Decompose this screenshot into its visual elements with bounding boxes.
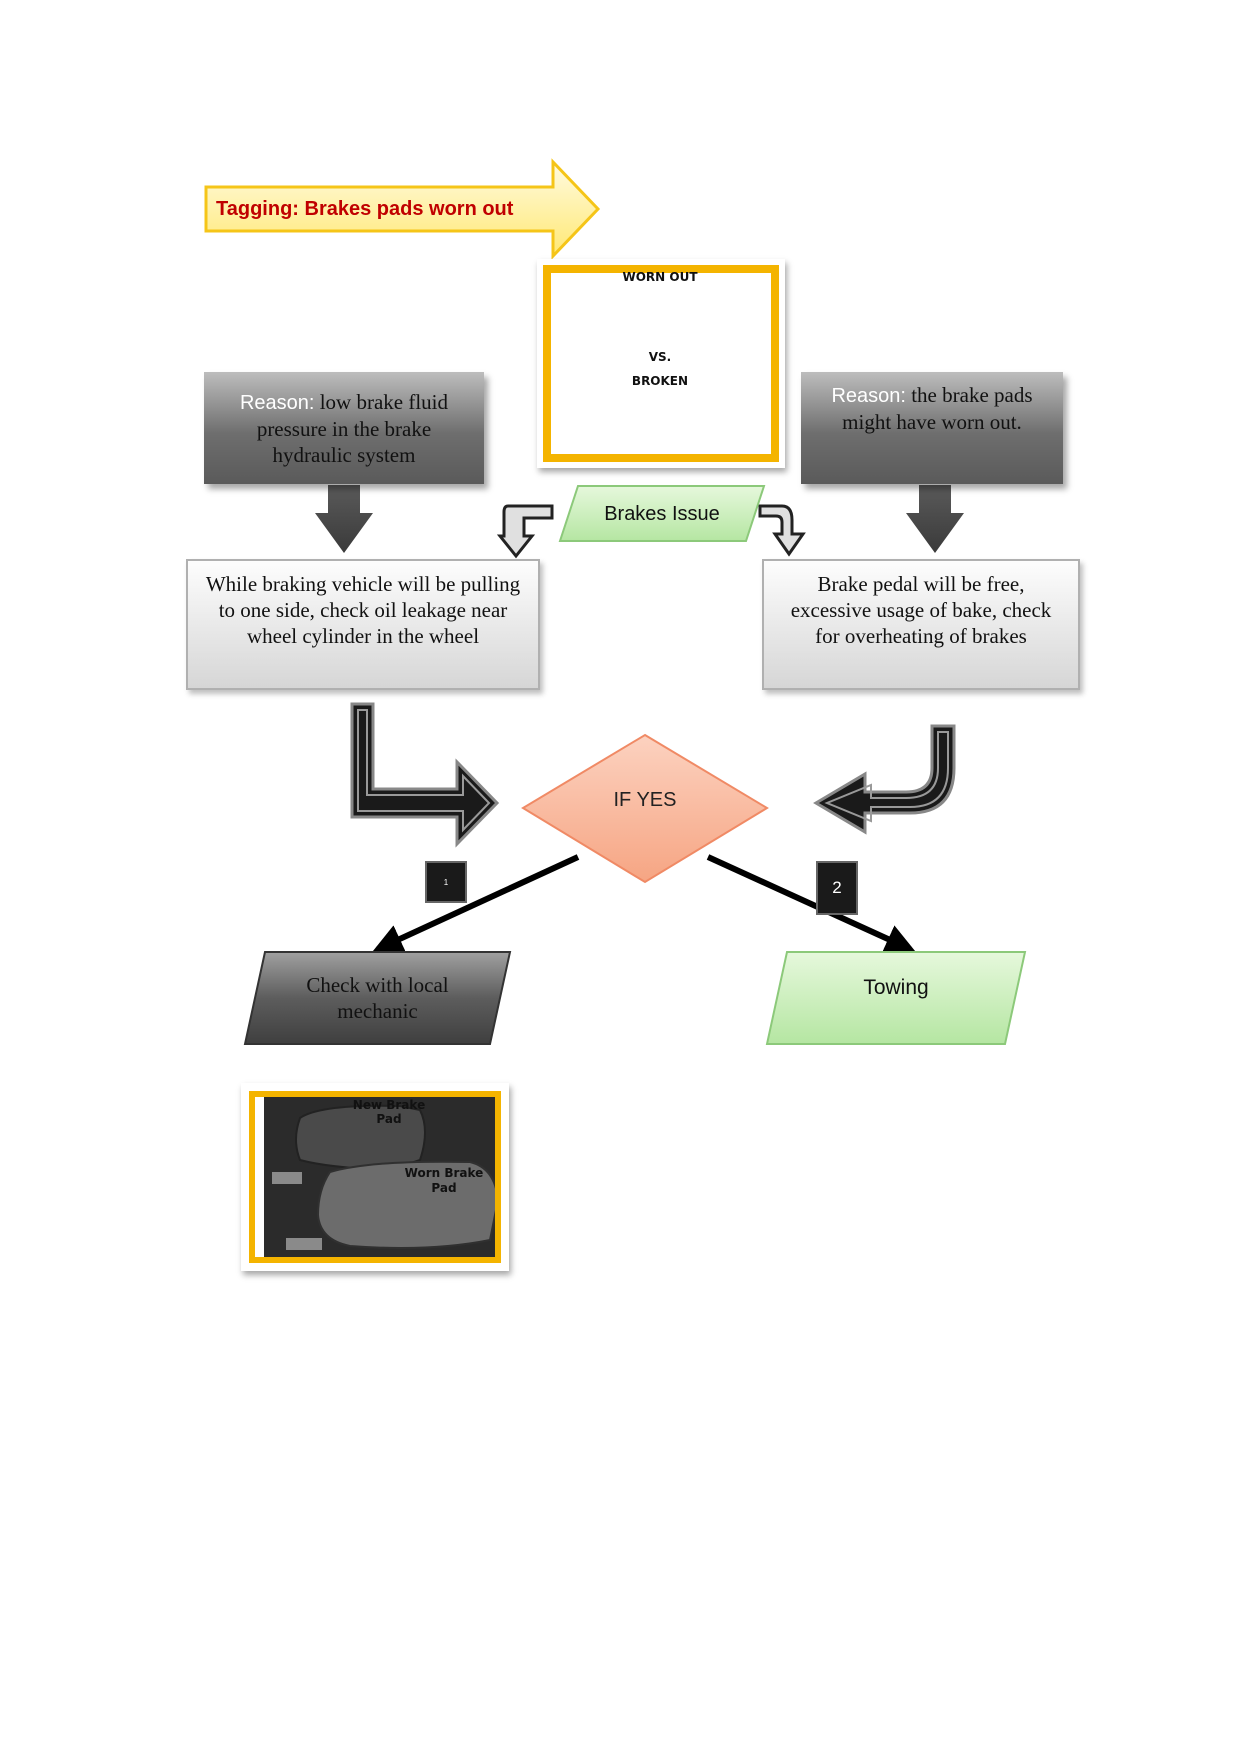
reason-left-box: Reason: low brake fluid pressure in the … — [204, 372, 484, 484]
left-bent-arrow-inner — [357, 709, 491, 833]
outcome-left-text: Check with local mechanic — [306, 973, 449, 1023]
photo-worn-vs-broken — [537, 259, 785, 468]
photo-label-broken: BROKEN — [631, 374, 689, 388]
brakes-issue-shape — [558, 485, 766, 542]
outcome-right-shape — [765, 951, 1027, 1045]
tag-arrow-text: Tagging: Brakes pads worn out — [216, 197, 514, 220]
reason-right-text: the brake pads might have worn out. — [842, 383, 1033, 434]
photo-new-vs-worn-border — [241, 1083, 509, 1271]
reason-right-box: Reason: the brake pads might have worn o… — [801, 372, 1063, 484]
step-left-text: While braking vehicle will be pulling to… — [205, 572, 521, 648]
photo-label-vs: VS. — [648, 350, 672, 364]
decision-diamond — [521, 733, 769, 884]
center-left-bent-arrow-outline — [496, 504, 554, 559]
reason-left-down-arrow — [315, 485, 373, 553]
tag-arrow-label: Tagging: Brakes pads worn out — [216, 188, 556, 230]
badge-path-2: 2 — [816, 861, 858, 915]
outcome-right-text: Towing — [863, 976, 929, 999]
reason-left-text: low brake fluid pressure in the brake hy… — [256, 389, 449, 467]
left-bent-arrow-to-decision — [350, 702, 500, 848]
reason-left-text-wrap: Reason: low brake fluid pressure in the … — [222, 389, 466, 468]
tag-arrow-shape — [204, 158, 601, 260]
photo-label-new-pad: New Brake Pad — [352, 1098, 426, 1126]
brakes-issue-label: Brakes Issue — [604, 502, 720, 525]
step-left-box: While braking vehicle will be pulling to… — [186, 559, 540, 690]
decision-label: IF YES — [613, 788, 677, 811]
outcome-left-shape — [243, 951, 512, 1045]
outcome-left-label: Check with local mechanic — [270, 958, 485, 1038]
connector-left — [372, 854, 580, 953]
outcome-right-label: Towing — [787, 958, 1005, 1018]
reason-right-lead: Reason: — [831, 385, 906, 407]
photo-label-worn-pad: Worn Brake Pad — [404, 1166, 484, 1195]
right-bent-arrow-inner — [824, 731, 949, 823]
badge-path-1: 1 — [425, 861, 467, 903]
step-right-text: Brake pedal will be free, excessive usag… — [790, 572, 1052, 648]
right-bent-arrow-to-decision — [813, 724, 956, 835]
reason-right-text-wrap: Reason: the brake pads might have worn o… — [819, 382, 1045, 435]
step-right-box: Brake pedal will be free, excessive usag… — [762, 559, 1080, 690]
photo-label-worn-out: WORN OUT — [622, 270, 698, 284]
photo-new-vs-worn — [241, 1083, 509, 1271]
reason-left-lead: Reason: — [239, 391, 315, 414]
bottom-photo-pads-drawing — [264, 1094, 502, 1264]
reason-right-down-arrow — [906, 485, 964, 553]
connector-right — [706, 854, 916, 953]
center-right-bent-arrow — [758, 504, 806, 557]
photo-worn-vs-broken-image — [551, 273, 771, 454]
